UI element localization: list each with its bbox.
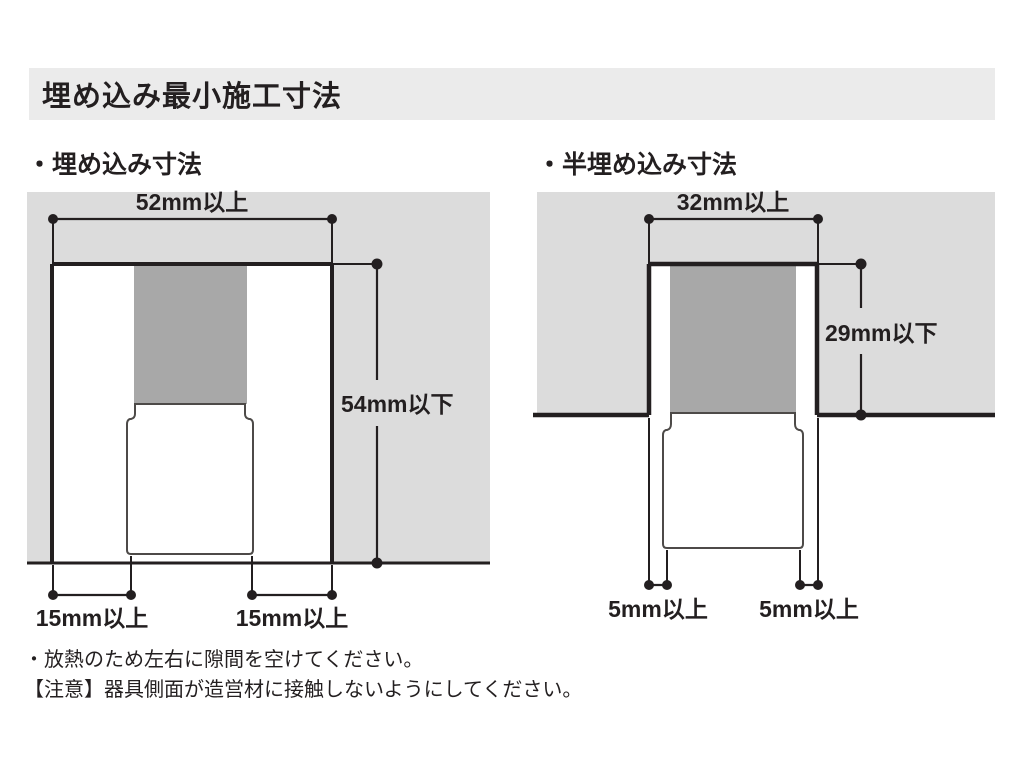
dimension-gap-left: 5mm以上	[608, 418, 708, 622]
notes-block: ・放熱のため左右に隙間を空けてください。 【注意】器具側面が造営材に接触しないよ…	[24, 645, 582, 705]
page-title: 埋め込み最小施工寸法	[42, 81, 343, 113]
dimension-label-gap-right: 15mm以上	[236, 605, 348, 631]
fixture-lower-body	[126, 403, 254, 555]
dimension-label-gap-left: 15mm以上	[36, 605, 148, 631]
ceiling-material-fill-top	[648, 192, 818, 264]
dimension-depth: 54mm以下	[332, 258, 453, 569]
ceiling-material-fill-left	[537, 192, 648, 415]
fixture-lower-body	[662, 412, 804, 549]
dimension-depth: 29mm以下	[818, 258, 937, 421]
fixture-upper-body	[670, 265, 796, 413]
dimension-label-gap-right: 5mm以上	[759, 596, 859, 622]
dimension-gap-right: 5mm以上	[759, 418, 859, 622]
diagram-semi-embedded: 32mm以上 29mm以下 5mm以上 5mm以上	[533, 189, 995, 622]
dimension-top-width: 32mm以上	[644, 189, 823, 266]
dimension-top-width: 52mm以上	[48, 189, 337, 266]
dimension-gap-left: 15mm以上	[36, 556, 148, 631]
ceiling-material-fill-right	[818, 192, 995, 415]
dimension-label-depth: 29mm以下	[825, 320, 937, 346]
dimension-gap-right: 15mm以上	[236, 556, 348, 631]
section-header: 埋め込み最小施工寸法	[29, 68, 995, 120]
dimension-label-top-width: 52mm以上	[136, 189, 248, 215]
note-caution-contact: 【注意】器具側面が造営材に接触しないようにしてください。	[24, 679, 583, 701]
note-heat-dissipation: ・放熱のため左右に隙間を空けてください。	[24, 649, 424, 671]
dimension-label-depth: 54mm以下	[341, 391, 453, 417]
dimension-label-top-width: 32mm以上	[677, 189, 789, 215]
panel-heading-semi-embedded: ・半埋め込み寸法	[537, 151, 738, 179]
dimension-label-gap-left: 5mm以上	[608, 596, 708, 622]
panel-heading-embedded: ・埋め込み寸法	[27, 151, 203, 179]
diagram-embedded: 52mm以上 54mm以下 15mm以上 1	[27, 189, 490, 631]
fixture-upper-body	[134, 265, 247, 404]
